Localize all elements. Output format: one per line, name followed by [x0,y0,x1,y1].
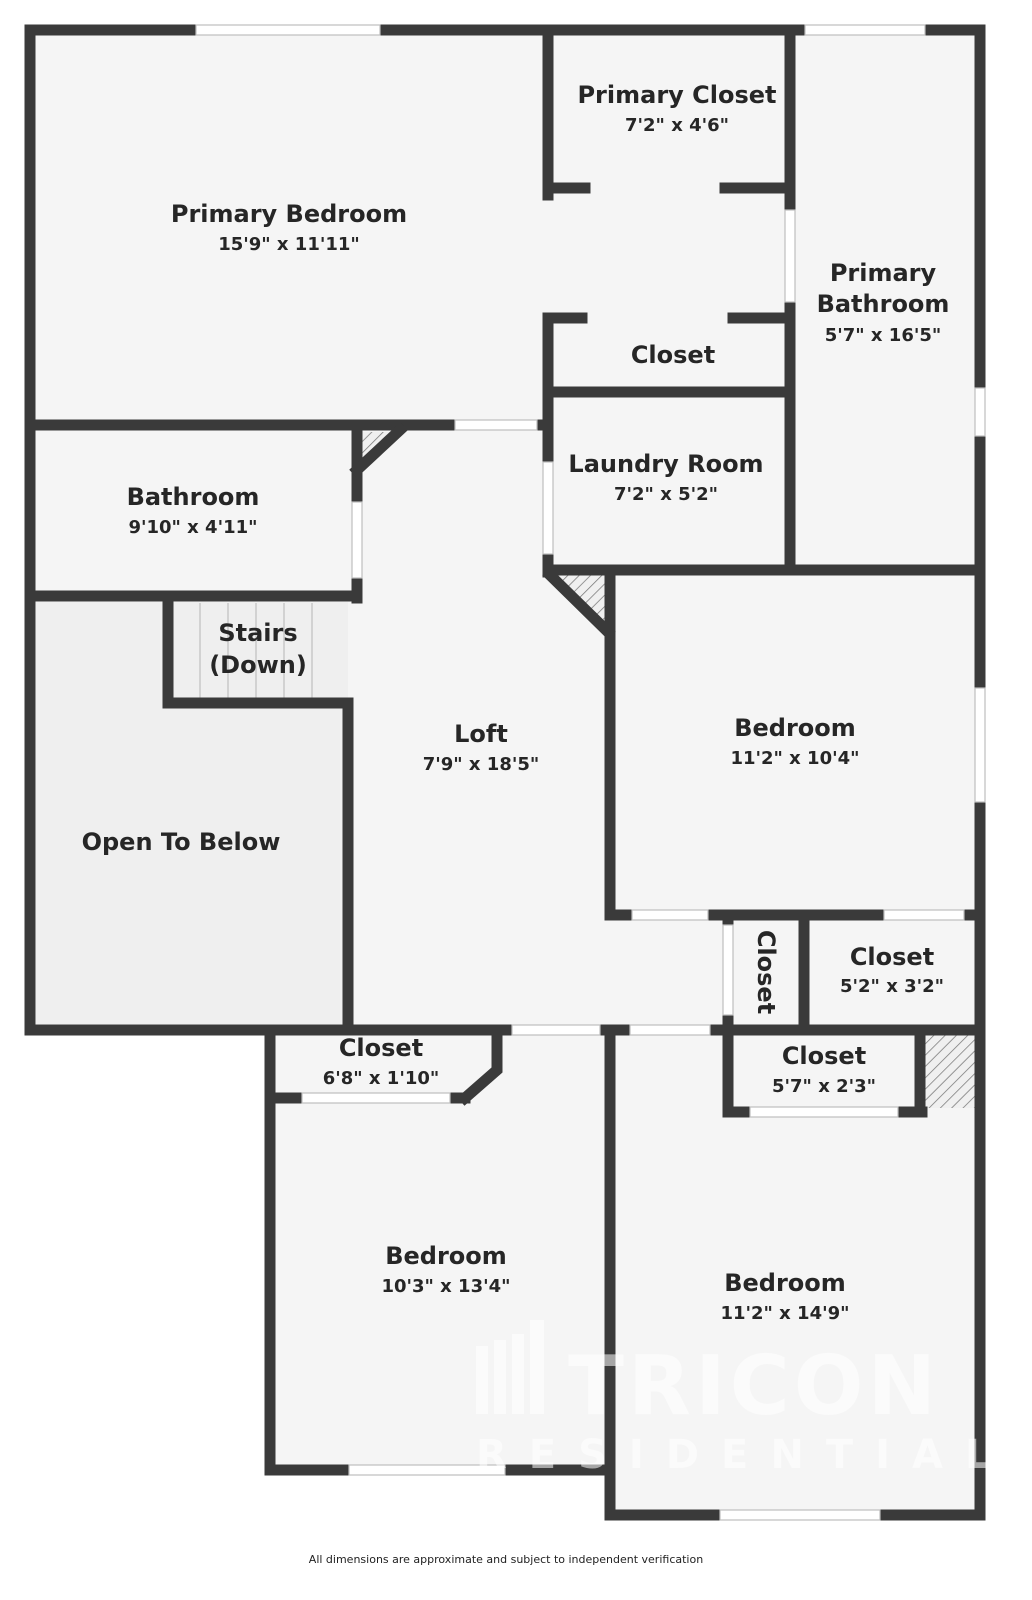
door-opening [631,909,709,921]
footnote: All dimensions are approximate and subje… [309,1553,703,1566]
room-name-stairs-line1: Stairs [218,619,297,647]
window [974,687,986,803]
room-name-bedroom-east: Bedroom [734,714,856,742]
room-name-closet-east: Closet [850,943,934,971]
room-dims-closet-se: 5'7" x 2'3" [772,1076,876,1097]
window [804,24,926,36]
room-name-closet-se: Closet [782,1042,866,1070]
window [195,24,381,36]
walls [24,24,986,1521]
room-dims-primary-bedroom: 15'9" x 11'11" [218,234,360,255]
room-name-bedroom-sw: Bedroom [385,1242,507,1270]
room-labels: Primary Bedroom 15'9" x 11'11" Primary C… [82,81,950,1324]
room-name-bedroom-se: Bedroom [724,1269,846,1297]
window [348,1464,506,1476]
room-name-loft: Loft [454,720,508,748]
watermark-line1: TRICON [568,1339,940,1434]
room-dims-primary-closet: 7'2" x 4'6" [625,115,729,136]
stair-treads [199,603,313,698]
room-name-closet-vertical: Closet [752,930,780,1014]
room-name-open-to-below: Open To Below [82,828,281,856]
watermark: TRICON RESIDENTIAL [476,1320,1012,1478]
room-name-stairs-line2: (Down) [209,651,307,679]
room-dims-closet-east: 5'2" x 3'2" [840,976,944,997]
door-opening [749,1106,899,1118]
door-opening [511,1024,601,1036]
door-opening [542,461,554,555]
watermark-line2: RESIDENTIAL [476,1432,1012,1478]
room-name-primary-bathroom-line2: Bathroom [817,290,950,318]
door-opening [454,419,538,431]
room-name-closet-sw: Closet [339,1034,423,1062]
open-to-below-area [36,602,348,1024]
room-dims-laundry-room: 7'2" x 5'2" [614,484,718,505]
door-opening [883,909,965,921]
room-name-laundry-room: Laundry Room [568,450,763,478]
room-name-bathroom: Bathroom [127,483,260,511]
lower-left-floor-area [270,1030,610,1470]
room-dims-loft: 7'9" x 18'5" [423,754,540,775]
room-dims-primary-bathroom: 5'7" x 16'5" [825,325,942,346]
room-name-primary-bedroom: Primary Bedroom [171,200,407,228]
room-dims-bathroom: 9'10" x 4'11" [128,517,257,538]
room-name-primary-bathroom-line1: Primary [830,259,937,287]
room-dims-bedroom-sw: 10'3" x 13'4" [381,1276,510,1297]
room-name-primary-closet: Primary Closet [577,81,776,109]
door-opening [629,1024,711,1036]
chase-hatch [922,1030,977,1108]
door-opening [784,209,796,303]
lower-right-floor-area [610,1030,980,1515]
openings [195,24,986,1521]
door-opening [722,924,734,1016]
room-name-closet-hall: Closet [631,341,715,369]
room-dims-bedroom-east: 11'2" x 10'4" [730,748,859,769]
window [974,387,986,437]
door-opening [301,1092,451,1104]
room-dims-bedroom-se: 11'2" x 14'9" [720,1303,849,1324]
window [719,1509,881,1521]
door-opening [351,501,363,579]
tricon-logo-icon [476,1320,544,1414]
floor-fills [30,30,980,1515]
room-dims-closet-sw: 6'8" x 1'10" [323,1068,440,1089]
